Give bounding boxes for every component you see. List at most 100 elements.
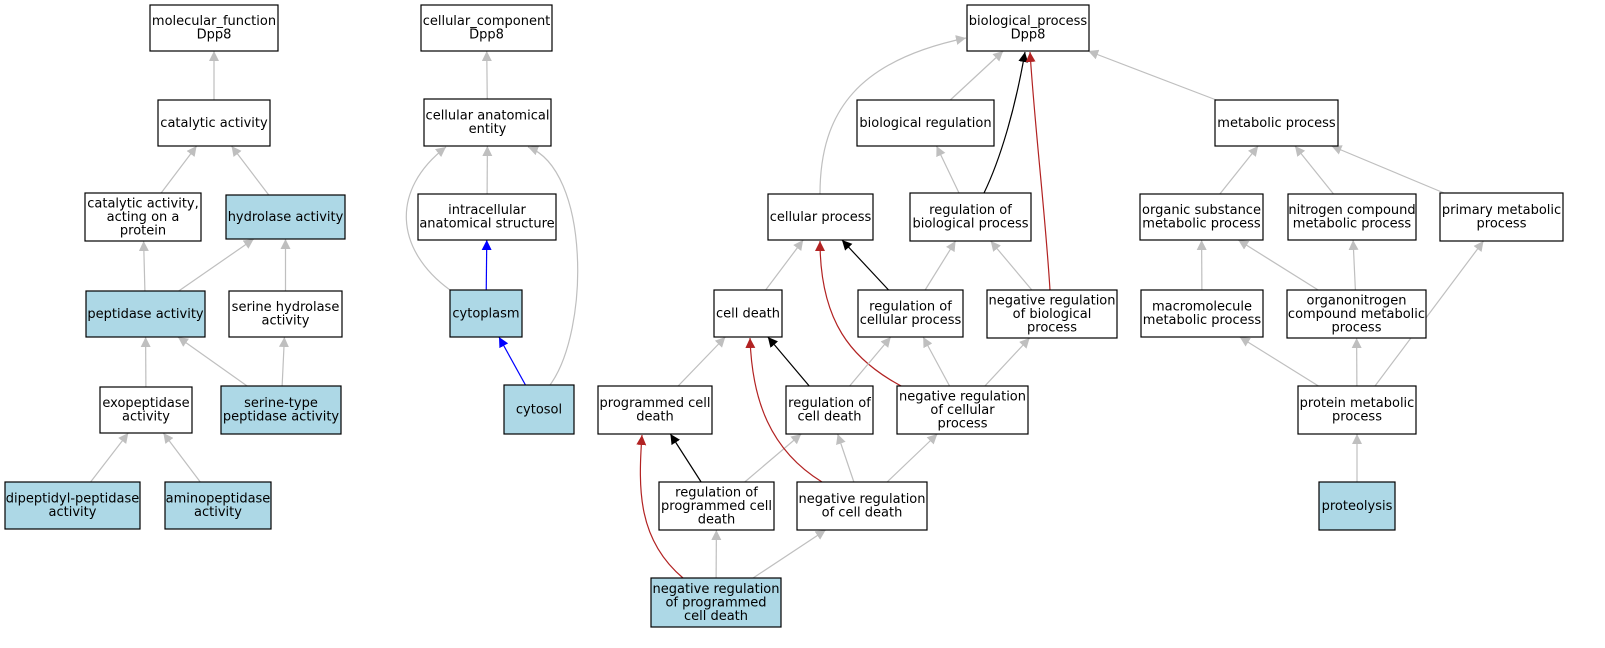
node-box	[597, 385, 713, 435]
node-label-line: negative regulation	[988, 293, 1115, 308]
node-peptidase-activity[interactable]: peptidase activity	[85, 290, 206, 338]
node-label-line: negative regulation	[652, 582, 779, 597]
node-label-line: peptidase activity	[223, 410, 340, 425]
node-label-line: entity	[469, 122, 507, 137]
node-label-line: of biological	[1013, 307, 1092, 322]
node-box	[658, 481, 775, 531]
node-label-line: peptidase activity	[87, 307, 204, 322]
node-box	[1287, 193, 1417, 241]
node-biological-regulation[interactable]: biological regulation	[856, 99, 995, 147]
edge-neg_reg_bio_process-to-bp_root	[1025, 51, 1051, 291]
node-label-line: process	[1027, 320, 1077, 335]
edge-hydrolase_activity-to-catalytic_activity	[231, 145, 270, 196]
node-box	[1318, 481, 1396, 531]
node-proteolysis[interactable]: proteolysis	[1318, 481, 1396, 531]
node-box	[420, 4, 553, 52]
node-label-line: Dpp8	[469, 28, 504, 43]
node-label-line: anatomical structure	[419, 217, 554, 232]
node-catalytic-activity[interactable]: catalytic activity	[157, 99, 271, 147]
node-box	[796, 481, 928, 531]
node-box	[84, 192, 202, 242]
node-cytosol[interactable]: cytosol	[503, 384, 575, 435]
node-label-line: activity	[49, 505, 97, 520]
node-label-line: cytosol	[516, 402, 562, 417]
edge-protein_metabolic-to-primary_metabolic	[1374, 240, 1485, 387]
node-label-line: metabolic process	[1293, 217, 1412, 232]
node-cell-death[interactable]: cell death	[713, 289, 783, 338]
edge-aminopeptidase-to-exopeptidase	[162, 432, 201, 483]
node-box	[767, 193, 874, 241]
node-label-line: process	[1332, 410, 1382, 425]
node-hydrolase-activity[interactable]: hydrolase activity	[225, 194, 346, 240]
node-cellular-process[interactable]: cellular process	[767, 193, 874, 241]
edge-neg_reg_cellular_process-to-reg_cellular_process	[922, 336, 951, 387]
edge-dipeptidyl-to-exopeptidase	[90, 432, 129, 483]
node-label-line: protein	[120, 223, 166, 238]
node-label-line: biological process	[912, 217, 1028, 232]
node-cytoplasm[interactable]: cytoplasm	[449, 289, 523, 338]
node-label-line: cellular process	[770, 210, 872, 225]
edge-protein_metabolic-to-macromolecule	[1239, 336, 1319, 387]
node-label-line: Dpp8	[1011, 28, 1046, 43]
node-box	[164, 481, 272, 530]
node-box	[220, 385, 342, 435]
node-box	[986, 289, 1118, 339]
node-label-line: metabolic process	[1142, 217, 1261, 232]
node-metabolic-process[interactable]: metabolic process	[1214, 99, 1339, 147]
node-box	[1439, 192, 1564, 242]
node-box	[713, 289, 783, 338]
node-label-line: cell death	[716, 306, 780, 321]
node-label-line: negative regulation	[798, 492, 925, 507]
edge-neg_reg_programmed_cell_death-to-neg_reg_cell_death	[752, 529, 827, 579]
node-label-line: process	[1477, 217, 1527, 232]
edge-programmed_cell_death-to-cell_death	[677, 336, 726, 387]
node-label-line: intracellular	[448, 203, 526, 218]
edge-cytosol-to-cytoplasm	[498, 336, 526, 386]
node-label-line: acting on a	[107, 210, 180, 225]
node-label-line: death	[636, 410, 674, 425]
node-label-line: activity	[194, 505, 242, 520]
node-label-line: regulation of	[929, 203, 1012, 218]
edge-reg_bio_process-to-bp_root	[983, 51, 1029, 194]
node-box	[1286, 289, 1427, 339]
edge-cellular_anatomical-to-cc_root	[481, 50, 492, 100]
node-box	[650, 577, 782, 628]
node-label-line: exopeptidase	[102, 396, 189, 411]
edges-layer	[90, 35, 1485, 579]
node-box	[149, 4, 279, 52]
node-label-line: compound metabolic	[1288, 307, 1425, 322]
node-label-line: nitrogen compound	[1288, 203, 1415, 218]
edge-serine_peptidase-to-serine_hydrolase	[278, 336, 289, 387]
edge-reg_bio_process-to-biological_regulation	[935, 145, 960, 194]
node-label-line: cellular process	[860, 313, 962, 328]
node-box	[157, 99, 271, 147]
node-box	[857, 289, 964, 338]
